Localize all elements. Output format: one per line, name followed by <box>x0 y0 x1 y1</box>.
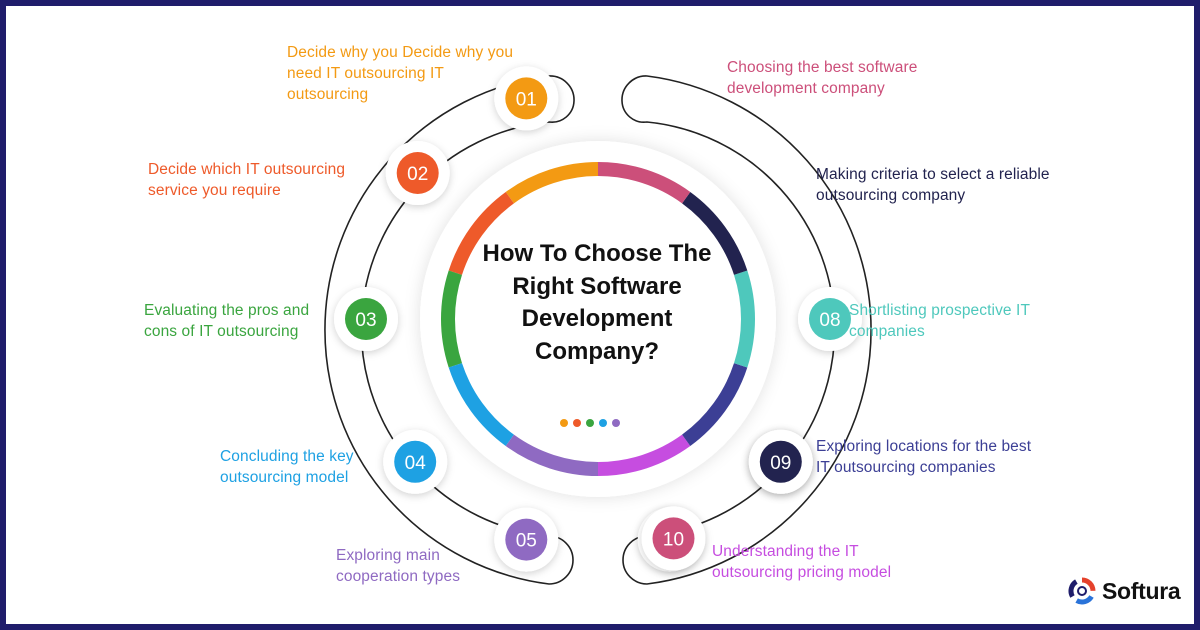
ring-segment-05 <box>505 434 599 476</box>
step-07-label: Exploring locations for the best IT outs… <box>816 438 1032 476</box>
step-02-number: 02 <box>407 164 428 185</box>
softura-logo-icon <box>1068 577 1096 605</box>
step-09-number: 09 <box>770 453 791 474</box>
decor-dot <box>560 419 568 427</box>
ring-segment-10 <box>597 162 691 204</box>
step-08-number: 08 <box>819 310 840 331</box>
ring-segment-08 <box>733 270 755 368</box>
step-02-label: Decide which IT outsourcing service you … <box>148 161 346 199</box>
brand-name: Softura <box>1102 577 1181 604</box>
decor-dot <box>573 419 581 427</box>
ring-segment-04 <box>448 363 515 447</box>
step-03-badge: 03 <box>334 287 398 351</box>
step-08-badge: 08 <box>798 287 862 351</box>
ring-segment-03 <box>441 270 463 368</box>
cycle-diagram: 01020304050607080910 <box>324 66 872 585</box>
step-01-label: Decide why you Decide why you need IT ou… <box>287 44 514 103</box>
center-disc <box>420 141 776 497</box>
step-05-label: Exploring main cooperation types <box>336 547 461 585</box>
step-04-label: Concluding the key outsourcing model <box>220 448 354 486</box>
step-03-label: Evaluating the pros and cons of IT outso… <box>144 302 310 340</box>
infographic-canvas: 01020304050607080910 How To Choose The R… <box>6 6 1194 624</box>
decor-dot <box>599 419 607 427</box>
step-09-badge: 09 <box>748 429 813 494</box>
ring-segment-09 <box>681 191 748 275</box>
softura-logo: Softura <box>1068 577 1181 605</box>
ring-segment-02 <box>448 191 515 275</box>
step-08-label: Shortlisting prospective IT companies <box>849 302 1030 340</box>
color-ring <box>441 162 755 476</box>
step-05-number: 05 <box>516 531 537 552</box>
step-05-badge: 05 <box>494 507 559 572</box>
step-04-number: 04 <box>405 453 427 474</box>
step-04-badge: 04 <box>383 429 448 494</box>
step-09-label: Making criteria to select a reliable out… <box>816 166 1050 204</box>
ring-segment-06 <box>597 434 691 476</box>
decor-dot <box>612 419 620 427</box>
step-10-badge: 10 <box>641 506 706 571</box>
step-01-number: 01 <box>516 89 537 110</box>
diagram-title: How To Choose The Right Software Develop… <box>482 240 712 365</box>
step-01-badge: 01 <box>494 66 559 131</box>
step-10-label: Choosing the best software development c… <box>727 59 918 97</box>
step-10-number: 10 <box>663 529 684 550</box>
decor-dot <box>586 419 594 427</box>
step-06-label: Understanding the IT outsourcing pricing… <box>712 543 892 581</box>
ring-segment-07 <box>681 363 748 447</box>
step-02-badge: 02 <box>385 141 450 205</box>
step-03-number: 03 <box>355 310 376 331</box>
ring-segment-01 <box>505 162 599 204</box>
